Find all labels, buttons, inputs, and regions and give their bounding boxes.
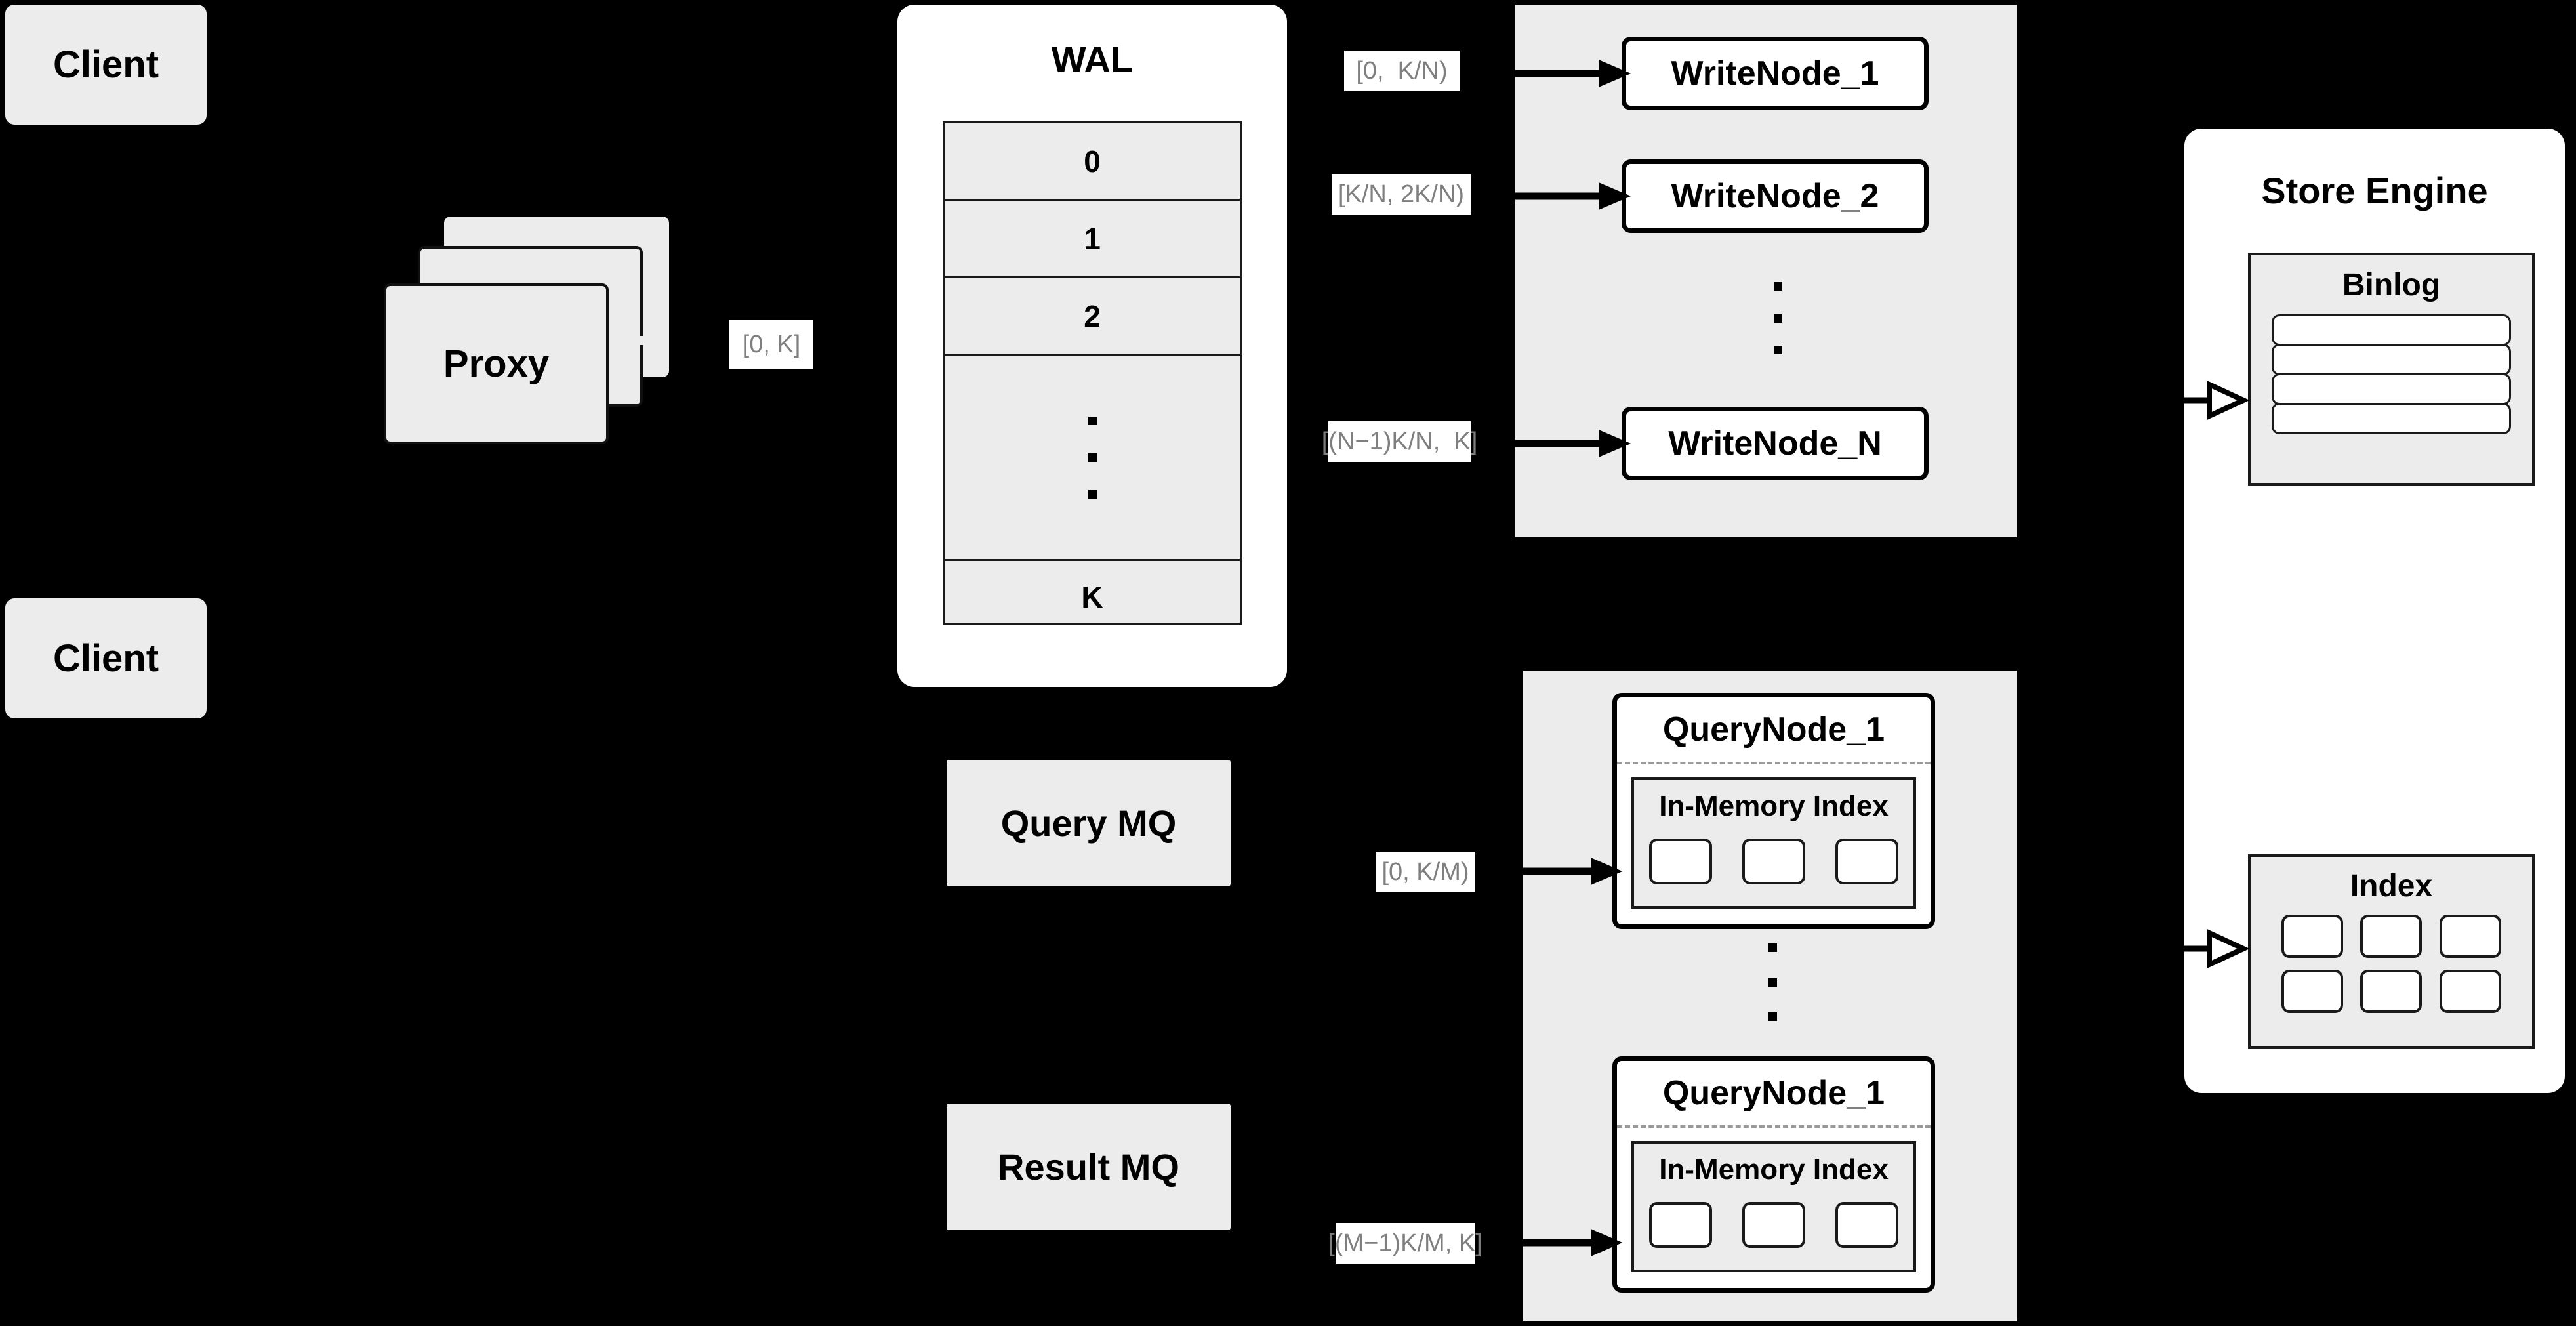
- store-engine-index-arrow: [2178, 928, 2250, 969]
- query-node-divider: [1617, 762, 1931, 764]
- index-chip: [2439, 970, 2501, 1013]
- store-engine-binlog-arrow: [2178, 380, 2250, 421]
- write-cluster-ellipsis-icon: [1771, 282, 1784, 354]
- wal-row: 2: [945, 278, 1240, 356]
- wal-row: 1: [945, 201, 1240, 278]
- wal-cell: 0: [1084, 144, 1101, 178]
- range-text: [0, K]: [742, 331, 801, 358]
- index-chip: [2281, 970, 2344, 1013]
- range-text: [0, K/N): [1356, 57, 1448, 85]
- wal-row: 0: [945, 123, 1240, 201]
- range-text: [(M−1)K/M, K]: [1328, 1230, 1482, 1257]
- index-title: Index: [2350, 868, 2433, 903]
- index-chip: [2281, 915, 2344, 958]
- index-chip: [2360, 915, 2423, 958]
- index-chip: [2360, 970, 2423, 1013]
- query-mq-label: Query MQ: [1000, 802, 1177, 844]
- binlog-bar: [2272, 373, 2511, 405]
- binlog-box: Binlog: [2248, 253, 2535, 486]
- binlog-bar: [2272, 344, 2511, 375]
- vertical-dots-icon: [1088, 416, 1097, 499]
- result-mq-box: Result MQ: [947, 1104, 1231, 1230]
- index-chip: [1742, 1202, 1805, 1248]
- binlog-bar: [2272, 314, 2511, 346]
- range-text: [0, K/M): [1381, 858, 1469, 886]
- client-box-1: Client: [5, 5, 207, 125]
- in-memory-index-title: In-Memory Index: [1659, 790, 1889, 822]
- write-cluster-arrows: [1489, 60, 1631, 457]
- wal-title: WAL: [1051, 38, 1134, 80]
- client-label: Client: [52, 43, 159, 86]
- index-chip: [1649, 839, 1712, 884]
- write-node-n-range-label: [(N−1)K/N, K]: [1322, 421, 1477, 462]
- query-node-divider: [1617, 1125, 1931, 1128]
- index-chip: [1649, 1202, 1712, 1248]
- wal-row: K: [945, 561, 1240, 633]
- query-node-m-range-label: [(M−1)K/M, K]: [1328, 1223, 1482, 1264]
- query-node-title-area: QueryNode_1: [1617, 1061, 1931, 1125]
- index-chip: [1835, 839, 1898, 884]
- write-node-n[interactable]: WriteNode_N: [1622, 407, 1929, 480]
- query-node-label: QueryNode_1: [1662, 1074, 1885, 1112]
- query-node-1-range-label: [0, K/M): [1376, 852, 1475, 892]
- wal-cell: K: [1081, 580, 1103, 614]
- write-node-1[interactable]: WriteNode_1: [1622, 37, 1929, 110]
- client-box-2: Client: [5, 598, 207, 718]
- wal-table: 0 1 2 K: [943, 121, 1242, 625]
- write-node-2-range-label: [K/N, 2K/N): [1332, 174, 1471, 215]
- write-node-1-range-label: [0, K/N): [1344, 51, 1460, 91]
- proxy-connector-stub: [635, 336, 665, 345]
- index-chip: [1835, 1202, 1898, 1248]
- query-cluster-arrows: [1496, 858, 1623, 1256]
- query-node-1[interactable]: QueryNode_1 In-Memory Index: [1612, 693, 1935, 929]
- query-node-label: QueryNode_1: [1662, 711, 1885, 749]
- proxy-box: Proxy: [384, 283, 609, 444]
- wal-cell: 2: [1084, 299, 1101, 333]
- index-box: Index: [2248, 854, 2535, 1049]
- store-engine-title: Store Engine: [2261, 169, 2488, 211]
- result-mq-label: Result MQ: [998, 1146, 1179, 1188]
- binlog-bar: [2272, 403, 2511, 434]
- in-memory-index-1: In-Memory Index: [1631, 777, 1916, 909]
- binlog-title: Binlog: [2342, 267, 2441, 302]
- proxy-label: Proxy: [443, 342, 550, 385]
- index-chip: [1742, 839, 1805, 884]
- query-node-title-area: QueryNode_1: [1617, 697, 1931, 762]
- query-mq-box: Query MQ: [947, 760, 1231, 886]
- write-node-label: WriteNode_1: [1671, 54, 1879, 93]
- in-memory-index-title: In-Memory Index: [1659, 1153, 1889, 1186]
- query-cluster-ellipsis-icon: [1766, 943, 1779, 1021]
- query-node-m[interactable]: QueryNode_1 In-Memory Index: [1612, 1056, 1935, 1293]
- index-chip: [2439, 915, 2501, 958]
- write-node-label: WriteNode_N: [1668, 425, 1882, 463]
- range-text: [K/N, 2K/N): [1338, 180, 1465, 208]
- client-label: Client: [52, 637, 159, 680]
- proxy-to-wal-range-label: [0, K]: [729, 320, 813, 369]
- wal-row-ellipsis: [945, 356, 1240, 561]
- in-memory-index-2: In-Memory Index: [1631, 1141, 1916, 1272]
- write-node-2[interactable]: WriteNode_2: [1622, 159, 1929, 233]
- wal-cell: 1: [1084, 221, 1101, 256]
- range-text: [(N−1)K/N, K]: [1321, 428, 1478, 455]
- write-node-label: WriteNode_2: [1671, 177, 1879, 215]
